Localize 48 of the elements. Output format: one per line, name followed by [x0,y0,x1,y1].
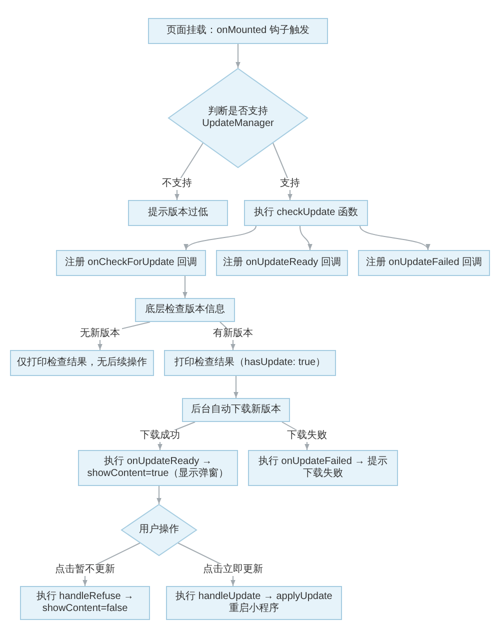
arrow [182,276,188,298]
step-text: 后台自动下载新版本 [191,404,281,416]
edge-label: 下载成功 [138,430,182,442]
arrow [156,486,162,504]
edge-label: 支持 [278,178,302,190]
decision-diamond [168,68,308,168]
process-box [164,350,336,376]
step-text: 仅打印检查结果，无后续操作 [17,357,147,369]
step-text: 执行 checkUpdate 函数 [254,207,358,219]
decision-text: 判断是否支持 UpdateManager [201,106,275,130]
process-box [216,250,348,276]
step-text: 提示版本过低 [148,207,208,219]
arrow [234,376,238,398]
process-box [56,250,206,276]
process-box [166,586,342,620]
process-box [135,298,235,322]
process-box [20,586,150,620]
process-box [182,398,290,422]
step-text: 执行 onUpdateReady → showContent=true（显示弹窗） [86,456,230,480]
decision-diamond [121,504,197,556]
arrow [300,226,312,250]
arrow [236,44,240,68]
edge-label: 无新版本 [78,328,122,340]
edge-label: 下载失败 [285,430,329,442]
edge-label: 点击立即更新 [201,564,265,576]
step-text: 页面挂载：onMounted 钩子触发 [166,25,310,37]
step-text: 执行 handleUpdate → applyUpdate 重启小程序 [174,591,334,615]
process-box [10,350,154,376]
process-box [244,200,368,226]
step-text: 注册 onUpdateFailed 回调 [366,257,482,269]
step-text: 执行 handleRefuse → showContent=false [35,591,135,615]
process-box [78,450,238,486]
step-text: 执行 onUpdateFailed → 提示下载失败 [258,456,388,480]
process-box [248,450,398,486]
step-text: 打印检查结果（hasUpdate: true） [174,357,326,369]
arrow [272,142,292,200]
step-text: 注册 onUpdateReady 回调 [223,257,341,269]
edge-label: 不支持 [160,178,194,190]
decision-text: 用户操作 [139,524,179,536]
arrow [360,226,428,250]
arrow [186,226,256,250]
step-text: 底层检查版本信息 [145,304,225,316]
edge-label: 点击暂不更新 [53,564,117,576]
step-text: 注册 onCheckForUpdate 回调 [64,257,198,269]
process-box [148,18,328,44]
edge-label: 有新版本 [211,328,255,340]
process-box [358,250,490,276]
process-box [128,200,228,226]
